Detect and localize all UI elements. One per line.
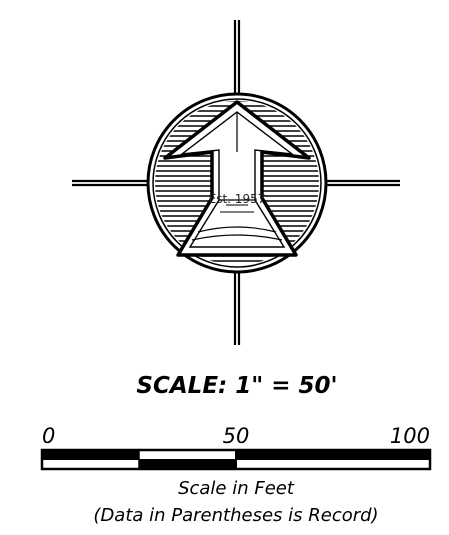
scale-tick-label: 100 [390, 424, 430, 448]
north-arrow: Est. 1957 [72, 20, 400, 345]
crosshair-lines [72, 20, 400, 345]
scale-bar [40, 448, 432, 471]
scale-tick-labels: 0 50 100 [42, 424, 430, 448]
scale-bar-segment-1-top [42, 450, 139, 460]
arrow-logo: Est. 1957 [163, 100, 311, 257]
scale-tick-label: 50 [223, 424, 250, 448]
logo-text: Est. 1957 [209, 192, 266, 206]
scale-tick-label: 0 [42, 424, 55, 448]
scale-bar-segment-3-top [236, 450, 430, 460]
scale-units-label: Scale in Feet [178, 478, 295, 499]
scale-bar-segment-2-bottom [139, 459, 236, 469]
scale-title: SCALE: 1" = 50' [136, 373, 337, 399]
record-note: (Data in Parentheses is Record) [93, 505, 378, 526]
